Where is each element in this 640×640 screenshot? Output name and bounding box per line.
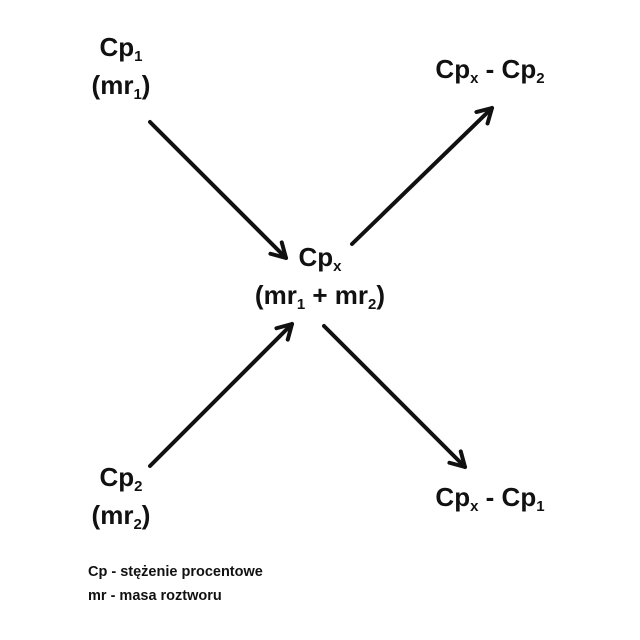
subscript: 2 (368, 296, 377, 313)
subscript: 2 (134, 478, 143, 495)
concentration-symbol: Cp (501, 482, 537, 512)
concentration-symbol: Cp (298, 242, 334, 272)
subscript: x (333, 258, 342, 275)
mass-symbol: (mr (91, 500, 134, 530)
node-top-right: Cpx - Cp2 (435, 50, 544, 88)
node-bottom-right: Cpx - Cp1 (435, 478, 544, 516)
node-top-left-mass: (mr1) (92, 66, 151, 104)
minus-sign: - (478, 54, 502, 84)
concentration-symbol: Cp (99, 32, 135, 62)
arrow-bottom-left-to-center (148, 322, 294, 468)
subscript: 2 (536, 70, 545, 87)
node-top-left: Cp1 (mr1) (92, 28, 151, 104)
legend-line-concentration: Cp - stężenie procentowe (88, 564, 263, 580)
concentration-symbol: Cp (435, 54, 471, 84)
concentration-symbol: Cp (435, 482, 471, 512)
subscript: 2 (133, 516, 142, 533)
node-center-concentration: Cpx (255, 238, 385, 276)
mass-symbol: (mr (91, 70, 134, 100)
subscript: x (470, 498, 479, 515)
arrow-center-to-top-right (350, 106, 494, 246)
concentration-symbol: Cp (99, 462, 135, 492)
node-bottom-left-concentration: Cp2 (92, 458, 151, 496)
node-bottom-left-mass: (mr2) (92, 496, 151, 534)
legend-line-mass: mr - masa roztworu (88, 588, 222, 604)
node-top-left-concentration: Cp1 (92, 28, 151, 66)
node-center: Cpx (mr1 + mr2) (255, 238, 385, 314)
subscript: 1 (536, 498, 545, 515)
subscript: 1 (296, 296, 306, 313)
arrow-center-to-bottom-right (322, 324, 467, 469)
mass-symbol: (mr (254, 280, 297, 310)
node-bottom-left: Cp2 (mr2) (92, 458, 151, 534)
closing-paren: ) (141, 70, 151, 100)
concentration-symbol: Cp (501, 54, 537, 84)
subscript: 1 (134, 48, 143, 65)
arrow-top-left-to-center (148, 120, 288, 260)
minus-sign: - (478, 482, 502, 512)
node-top-right-difference: Cpx - Cp2 (435, 50, 544, 88)
node-center-mass: (mr1 + mr2) (255, 276, 385, 314)
subscript: x (470, 70, 479, 87)
legend: Cp - stężenie procentowe mr - masa roztw… (88, 560, 263, 608)
node-bottom-right-difference: Cpx - Cp1 (435, 478, 544, 516)
closing-paren: ) (141, 500, 151, 530)
mass-sum: + mr (305, 280, 369, 310)
closing-paren: ) (376, 280, 386, 310)
subscript: 1 (133, 86, 142, 103)
